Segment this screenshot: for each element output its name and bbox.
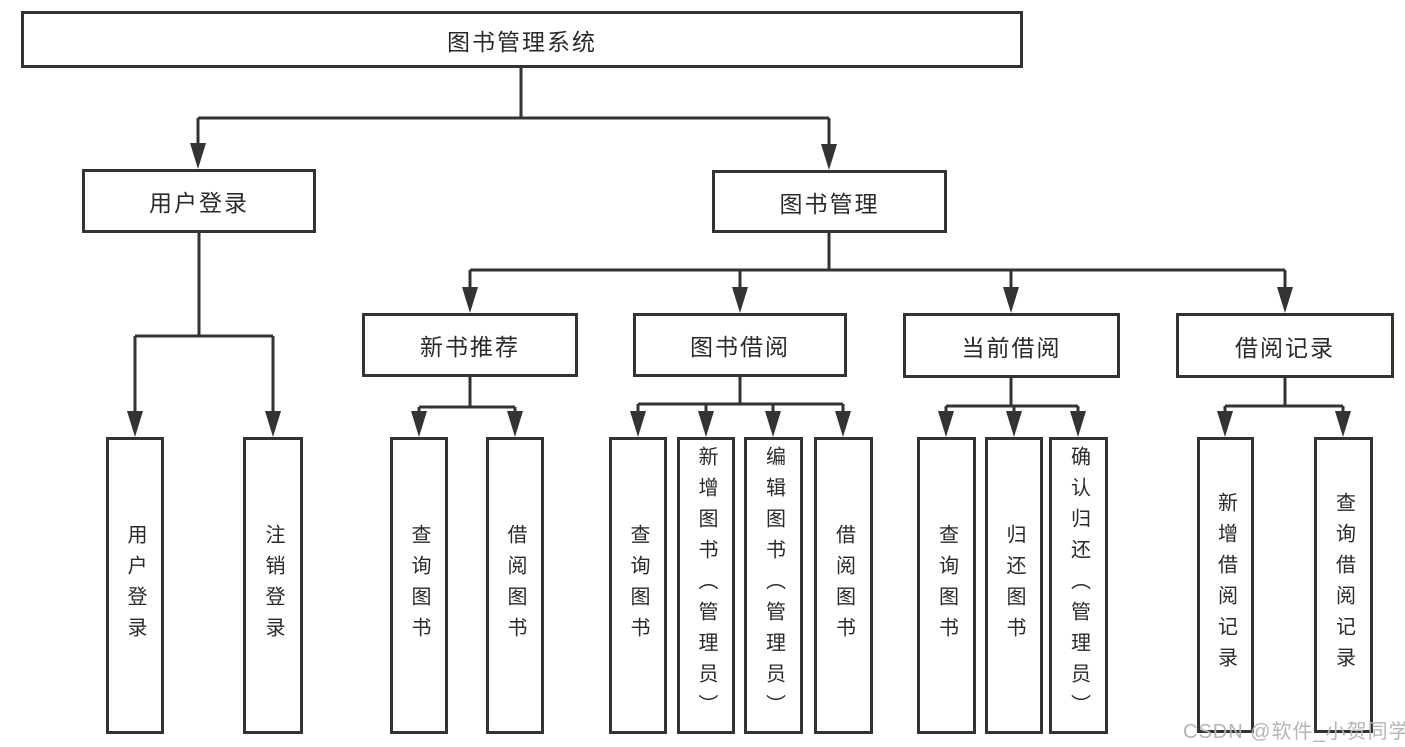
leaf-borrow-book-2: 借阅图书 [814,437,873,734]
leaf-query-book-1: 查询图书 [390,437,448,734]
leaf-query-book-3: 查询图书 [917,437,976,734]
leaf-logout-label: 注销登录 [262,523,284,648]
node-new-book-rec-label: 新书推荐 [420,334,520,360]
leaf-add-book-admin-label: 新增图书（管理员） [695,446,717,725]
leaf-query-borrow-record: 查询借阅记录 [1314,437,1373,733]
arrow-down-icon [1006,411,1022,437]
arrow-down-icon [1070,411,1086,437]
arrow-down-icon [411,411,427,437]
leaf-query-book-3-label: 查询图书 [935,523,958,648]
leaf-return-book: 归还图书 [985,437,1043,734]
leaf-return-book-label: 归还图书 [1003,523,1025,648]
arrow-down-icon [765,411,781,437]
leaf-user-login-label: 用户登录 [124,523,146,648]
leaf-borrow-book-1-label: 借阅图书 [504,523,526,648]
arrow-down-icon [938,411,954,437]
node-book-borrow-label: 图书借阅 [690,334,790,360]
node-current-borrow-label: 当前借阅 [961,334,1062,361]
leaf-borrow-book-2-label: 借阅图书 [832,523,855,648]
arrow-down-icon [835,411,851,437]
node-user-login-label: 用户登录 [149,190,249,216]
leaf-edit-book-admin: 编辑图书（管理员） [744,437,803,734]
leaf-add-borrow-record: 新增借阅记录 [1197,437,1254,733]
arrow-down-icon [630,411,646,437]
leaf-logout: 注销登录 [243,437,303,734]
leaf-add-borrow-record-label: 新增借阅记录 [1214,492,1237,678]
node-current-borrow: 当前借阅 [903,313,1120,378]
connector-root-to-level2 [196,68,831,145]
node-book-mgmt-label: 图书管理 [779,190,880,217]
connector-user-login-to-leaves [133,233,275,413]
leaf-confirm-return-admin: 确认归还（管理员） [1049,437,1108,734]
leaf-query-book-1-label: 查询图书 [408,523,430,648]
leaf-query-borrow-record-label: 查询借阅记录 [1332,492,1355,678]
node-root: 图书管理系统 [21,11,1023,68]
arrow-down-icon [1003,287,1019,313]
arrow-down-icon [265,411,281,437]
arrow-down-icon [127,411,143,437]
arrowheads [127,143,1351,437]
arrow-down-icon [821,144,837,170]
connector-book-borrow-to-leaves [636,377,845,413]
connector-book-mgmt-to-level3 [468,233,1287,289]
arrow-down-icon [732,287,748,313]
leaf-edit-book-admin-label: 编辑图书（管理员） [762,446,785,725]
leaf-query-book-2-label: 查询图书 [627,523,649,648]
connector-new-book-rec-to-leaves [417,377,517,413]
node-user-login: 用户登录 [82,169,316,233]
node-new-book-rec: 新书推荐 [362,313,578,377]
arrow-down-icon [1335,411,1351,437]
leaf-confirm-return-admin-label: 确认归还（管理员） [1067,446,1090,725]
leaf-add-book-admin: 新增图书（管理员） [677,437,735,734]
watermark: CSDN @软件_小贺同学 [1183,721,1405,743]
node-borrow-record-label: 借阅记录 [1235,334,1335,361]
arrow-down-icon [507,411,523,437]
node-book-borrow: 图书借阅 [633,313,847,377]
node-book-mgmt: 图书管理 [712,170,947,233]
connector-borrow-record-to-leaves [1223,378,1345,413]
leaf-borrow-book-1: 借阅图书 [486,437,544,734]
node-borrow-record: 借阅记录 [1176,313,1394,378]
leaf-user-login: 用户登录 [106,437,164,734]
connector-current-borrow-to-leaves [944,378,1080,413]
arrow-down-icon [190,143,206,169]
node-root-label: 图书管理系统 [447,28,597,55]
arrow-down-icon [1277,287,1293,313]
arrow-down-icon [698,411,714,437]
arrow-down-icon [1217,411,1233,437]
leaf-query-book-2: 查询图书 [609,437,667,734]
arrow-down-icon [462,287,478,313]
